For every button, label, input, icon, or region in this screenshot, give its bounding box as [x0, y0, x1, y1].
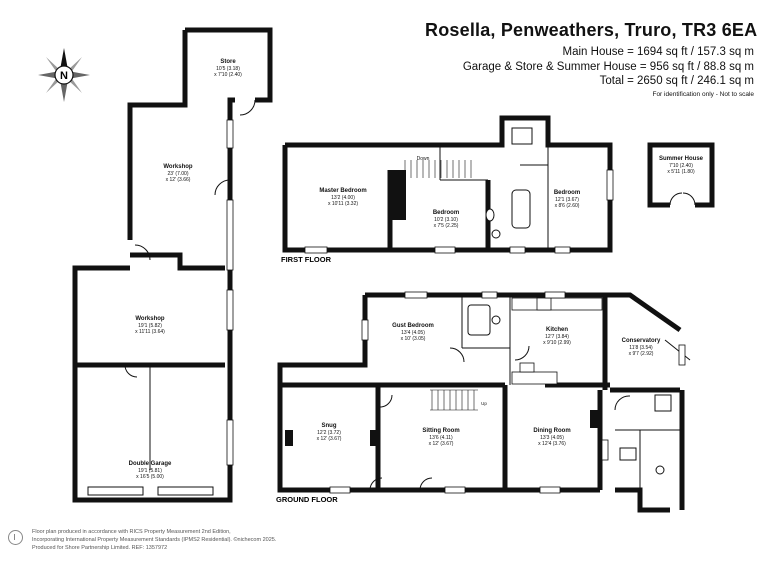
dining-room-dims-2: x 12'4 (3.76) [538, 441, 566, 447]
ground-fireplaces [285, 410, 600, 446]
compass-icon: N [38, 48, 90, 102]
workshop-upper-label: Workshop [163, 164, 193, 170]
summer-house-dims-2: x 5'11 (1.80) [667, 169, 695, 175]
rics-logo-icon [8, 530, 23, 545]
sitting-room-label: Sitting Room [422, 428, 459, 434]
kitchen-dims-2: x 9'10 (2.99) [543, 340, 571, 346]
outbuilding-walls [72, 27, 273, 503]
workshop-upper-dims-2: x 12' (3.66) [166, 177, 191, 183]
summer-house-dims: 7'10 (2.40) [669, 163, 693, 169]
first-floor-internal [439, 127, 549, 250]
summer-house-walls [647, 142, 715, 208]
bedroom-middle-dims: 10'2 (3.10) [434, 217, 458, 223]
dining-room-label: Dining Room [533, 428, 570, 434]
footer-line-1: Floor plan produced in accordance with R… [32, 529, 231, 535]
kitchen-dims: 12'7 (3.84) [545, 334, 569, 340]
first-floor-label: FIRST FLOOR [281, 255, 332, 264]
bedroom-right-dims: 12'1 (3.67) [555, 197, 579, 203]
snug-label: Snug [322, 423, 337, 429]
bathroom-fixtures [485, 189, 531, 239]
first-floor-stairs [404, 160, 472, 178]
bedroom-right-dims-2: x 8'6 (2.60) [555, 203, 580, 209]
stairs-up-label: Up [481, 401, 487, 406]
master-bedroom-label: Master Bedroom [319, 188, 366, 194]
identification-note: For identification only - Not to scale [652, 91, 754, 98]
chimney-breast [390, 170, 406, 220]
first-floor-walls [282, 115, 613, 253]
summer-house-label: Summer House [659, 156, 704, 162]
snug-dims: 12'2 (3.72) [317, 430, 341, 436]
workshop-lower-label: Workshop [135, 316, 165, 322]
conservatory-dims-2: x 9'7 (2.92) [629, 351, 654, 357]
store-dims-2: x 7'10 (2.40) [214, 72, 242, 78]
workshop-lower-dims: 19'1 (5.82) [138, 323, 162, 329]
double-garage-dims: 19'1 (5.81) [138, 468, 162, 474]
compass-letter: N [60, 70, 68, 82]
store-label: Store [220, 59, 236, 65]
bedroom-middle-label: Bedroom [433, 210, 459, 216]
stairs-down-label: Down [417, 156, 430, 162]
snug-dims-2: x 12' (3.67) [317, 436, 342, 442]
double-garage-label: Double Garage [129, 461, 172, 467]
garage-store-area: Garage & Store & Summer House = 956 sq f… [462, 61, 754, 73]
property-title: Rosella, Penweathers, Truro, TR3 6EA [425, 20, 758, 40]
garage-doors [87, 486, 214, 496]
ground-bath-fixtures [467, 304, 672, 475]
workshop-upper-dims: 23' (7.00) [168, 171, 189, 177]
dining-room-dims: 13'3 (4.05) [540, 435, 564, 441]
double-garage-dims-2: x 16'5 (5.00) [136, 474, 164, 480]
sitting-room-dims-2: x 12' (3.67) [429, 441, 454, 447]
outbuilding-windows [226, 119, 234, 466]
ground-floor-stairs [430, 389, 478, 411]
master-bedroom-dims: 13'2 (4.00) [331, 195, 355, 201]
guest-bedroom-dims: 13'4 (4.05) [401, 330, 425, 336]
footer-line-2: Incorporating International Property Mea… [32, 537, 277, 543]
bedroom-middle-dims-2: x 7'5 (2.25) [434, 223, 459, 229]
bedroom-right-label: Bedroom [554, 190, 580, 196]
kitchen-label: Kitchen [546, 327, 568, 333]
sitting-room-dims: 13'6 (4.11) [429, 435, 453, 441]
master-bedroom-dims-2: x 10'11 (3.32) [328, 201, 358, 207]
conservatory-label: Conservatory [622, 338, 661, 344]
ground-floor-label: GROUND FLOOR [276, 495, 338, 504]
guest-bedroom-dims-2: x 10' (3.05) [401, 336, 426, 342]
summer-house-doors [669, 192, 696, 206]
ground-floor-internal [369, 295, 691, 491]
store-dims: 10'5 (3.18) [216, 66, 240, 72]
guest-bedroom-label: Gust Bedroom [392, 323, 434, 329]
main-house-area: Main House = 1694 sq ft / 157.3 sq m [562, 46, 754, 58]
first-floor-windows [304, 169, 614, 254]
footer-line-3: Produced for Shore Partnership Limited. … [32, 545, 168, 551]
ground-floor-windows [329, 291, 686, 494]
kitchen-units [511, 297, 603, 385]
workshop-lower-dims-2: x 11'11 (3.64) [135, 329, 165, 335]
total-area: Total = 2650 sq ft / 246.1 sq m [599, 75, 754, 87]
outbuilding-internal [124, 99, 256, 470]
conservatory-dims: 11'8 (3.54) [629, 345, 653, 351]
